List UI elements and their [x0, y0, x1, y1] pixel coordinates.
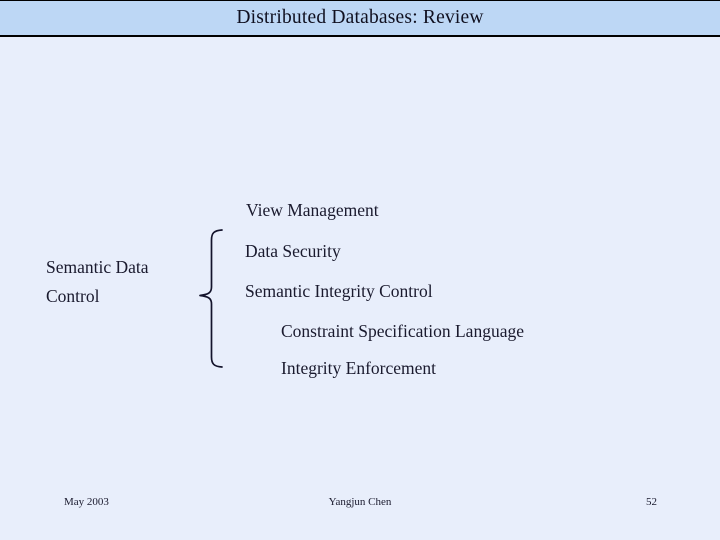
- list-item: Semantic Integrity Control: [245, 281, 433, 301]
- slide-title-bar: Distributed Databases: Review: [0, 0, 720, 37]
- list-item: Integrity Enforcement: [281, 358, 437, 378]
- footer-page-number: 52: [646, 496, 657, 508]
- list-item: Constraint Specification Language: [281, 321, 524, 341]
- footer-date: May 2003: [64, 496, 109, 508]
- list-item: View Management: [246, 200, 379, 220]
- diagram-root-label: Semantic Data Control: [46, 257, 149, 306]
- page-title: Distributed Databases: Review: [236, 7, 484, 29]
- slide-footer: May 2003 Yangjun Chen 52: [0, 493, 720, 517]
- footer-author: Yangjun Chen: [328, 496, 392, 508]
- slide-content: Semantic Data Control View Management Da…: [0, 37, 720, 540]
- list-item: Data Security: [245, 241, 341, 261]
